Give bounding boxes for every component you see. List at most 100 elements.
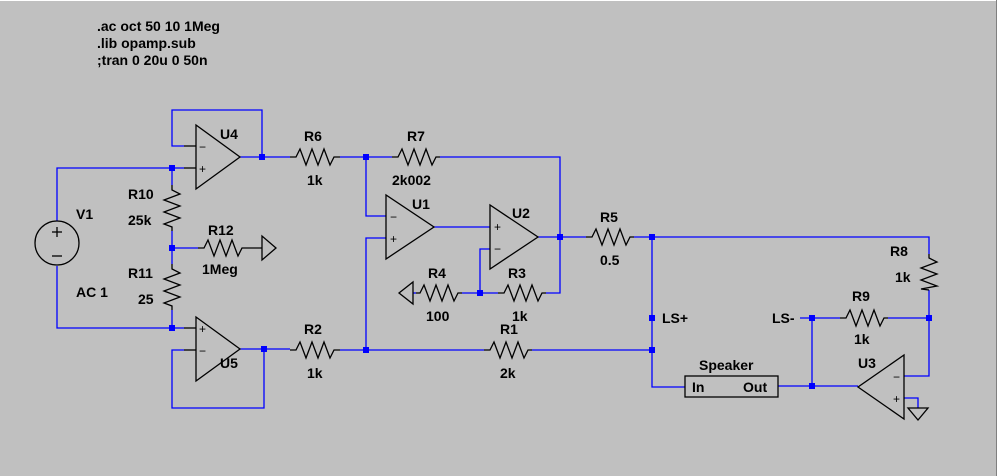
r3-value: 1k: [512, 308, 528, 324]
u3-plus-pin: +: [893, 392, 900, 406]
junction: [926, 315, 932, 321]
wire-u1-plus[interactable]: [365, 237, 386, 350]
opamp-u5[interactable]: + − U5: [184, 315, 242, 383]
speaker-body: [684, 375, 779, 398]
r7-ref: R7: [407, 128, 425, 144]
wire-u1-minus[interactable]: [365, 157, 386, 217]
r9-value: 1k: [854, 331, 870, 347]
ground-icon: [397, 280, 414, 306]
opamp-u2[interactable]: + − U2: [489, 203, 540, 271]
wire-u4-feedback[interactable]: [171, 109, 263, 157]
r1-ref: R1: [500, 321, 518, 337]
r11-ref: R11: [128, 265, 153, 281]
resistor-r8[interactable]: R8 1k: [890, 243, 940, 291]
r4-ref: R4: [428, 265, 446, 281]
opamp-u4[interactable]: − + U4: [184, 123, 242, 191]
u5-minus-pin: −: [199, 344, 206, 358]
resistor-r12[interactable]: R12 1Meg: [198, 222, 277, 277]
r12-value: 1Meg: [202, 261, 238, 277]
r10-value: 25k: [128, 212, 152, 228]
resistor-r1[interactable]: R1 2k: [484, 321, 532, 381]
voltage-source-v1[interactable]: V1 AC 1: [34, 206, 108, 300]
u4-minus-pin: −: [199, 140, 206, 154]
net-label-ls-minus[interactable]: LS-: [772, 310, 795, 326]
speaker-title: Speaker: [699, 357, 754, 373]
opamp-u1[interactable]: − + U1: [385, 193, 436, 261]
junction: [557, 234, 563, 240]
wire-r8-u3[interactable]: [904, 290, 930, 377]
r2-value: 1k: [307, 365, 323, 381]
r9-ref: R9: [852, 288, 870, 304]
wire-lsplus-node[interactable]: [651, 237, 685, 388]
junction: [261, 346, 267, 352]
junction: [477, 290, 483, 296]
r8-ref: R8: [890, 243, 908, 259]
r11-value: 25: [138, 291, 154, 307]
junctions: [169, 154, 932, 389]
u2-plus-pin: +: [494, 220, 501, 234]
ground-u3: [906, 407, 930, 422]
spice-directives: .ac oct 50 10 1Meg .lib opamp.sub ;tran …: [97, 18, 220, 68]
junction: [259, 154, 265, 160]
wire-v1-top[interactable]: [56, 167, 172, 221]
wire-r7-out[interactable]: [440, 156, 561, 237]
u4-ref: U4: [220, 126, 238, 142]
junction: [169, 165, 175, 171]
ground-icon: [906, 407, 930, 422]
junction: [809, 383, 815, 389]
junction: [649, 347, 655, 353]
resistor-r3[interactable]: R3 1k: [498, 265, 546, 324]
v1-value: AC 1: [76, 284, 108, 300]
resistor-r4[interactable]: R4 100: [397, 265, 462, 324]
speaker-block[interactable]: Speaker In Out: [684, 357, 779, 398]
wire-r5-out[interactable]: [634, 236, 930, 254]
r4-value: 100: [426, 308, 450, 324]
u3-ref: U3: [858, 355, 876, 371]
r3-ref: R3: [508, 265, 526, 281]
wire-u5-feedback[interactable]: [171, 349, 265, 409]
u2-minus-pin: −: [494, 242, 501, 256]
r7-value: 2k002: [392, 172, 431, 188]
resistor-r10[interactable]: R10 25k: [128, 185, 182, 231]
r5-value: 0.5: [600, 252, 620, 268]
speaker-out-pin: Out: [743, 379, 767, 395]
u5-plus-pin: +: [199, 322, 206, 336]
junction: [363, 347, 369, 353]
r1-value: 2k: [500, 365, 516, 381]
r6-ref: R6: [304, 128, 322, 144]
wire-u2-minus[interactable]: [479, 248, 490, 293]
junction: [169, 245, 175, 251]
opamp-u3[interactable]: − + U3: [856, 353, 905, 421]
resistor-r6[interactable]: R6 1k: [290, 128, 340, 188]
r5-ref: R5: [600, 209, 618, 225]
r10-ref: R10: [128, 186, 154, 202]
r12-ref: R12: [208, 222, 234, 238]
r2-ref: R2: [304, 321, 322, 337]
junction: [169, 325, 175, 331]
junction: [649, 234, 655, 240]
u5-ref: U5: [220, 355, 238, 371]
wire-v1-bottom[interactable]: [56, 266, 172, 329]
directive-ac[interactable]: .ac oct 50 10 1Meg: [97, 18, 220, 34]
directive-tran[interactable]: ;tran 0 20u 0 50n: [97, 52, 208, 68]
net-labels: LS+ LS-: [662, 310, 795, 326]
junction: [363, 154, 369, 160]
u1-plus-pin: +: [390, 232, 397, 246]
u1-ref: U1: [412, 196, 430, 212]
u4-plus-pin: +: [199, 162, 206, 176]
resistor-r5[interactable]: R5 0.5: [586, 209, 634, 268]
r8-value: 1k: [895, 269, 911, 285]
resistor-r9[interactable]: R9 1k: [840, 288, 888, 347]
directive-lib[interactable]: .lib opamp.sub: [97, 35, 196, 51]
v1-ref: V1: [76, 206, 93, 222]
wire-r3-out[interactable]: [546, 237, 561, 294]
net-label-ls-plus[interactable]: LS+: [662, 310, 688, 326]
resistor-r11[interactable]: R11 25: [128, 264, 182, 310]
speaker-in-pin: In: [692, 379, 704, 395]
ground-icon: [261, 234, 277, 262]
resistor-r7[interactable]: R7 2k002: [392, 128, 440, 188]
junction: [809, 315, 815, 321]
wire-u3-gnd[interactable]: [904, 397, 919, 408]
resistor-r2[interactable]: R2 1k: [290, 321, 340, 381]
